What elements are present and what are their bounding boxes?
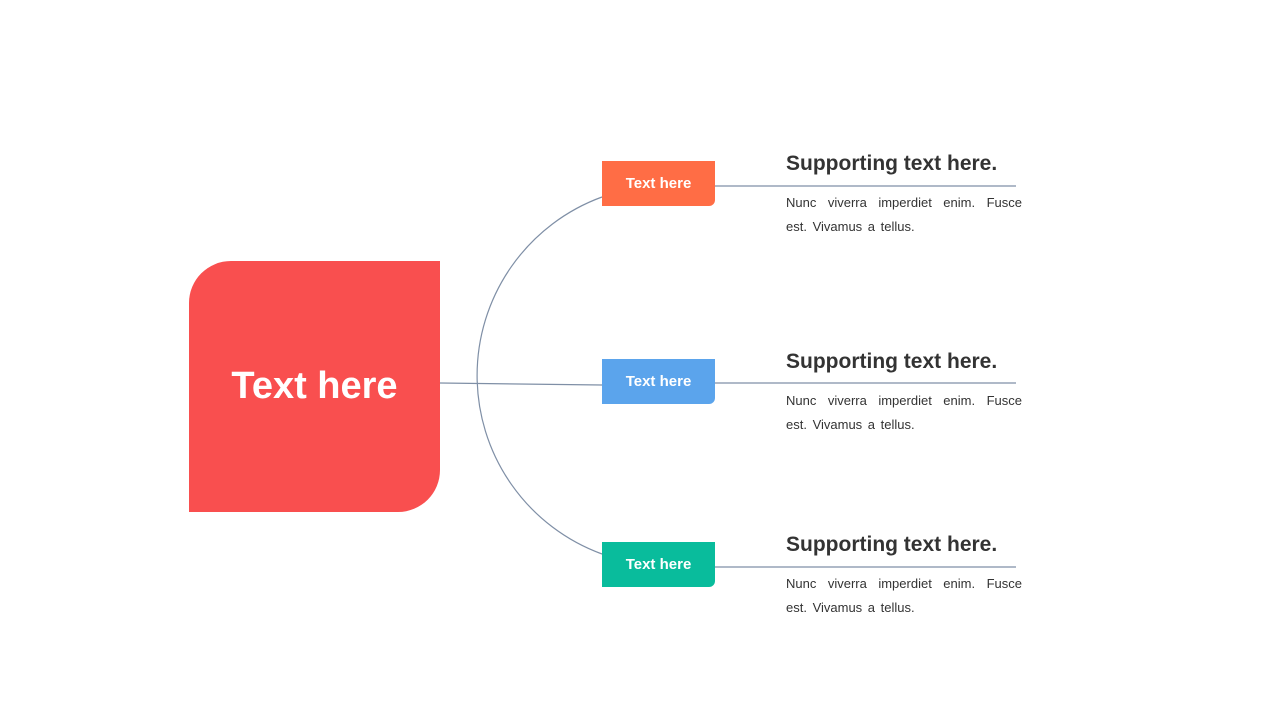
connector-arc [476,196,603,555]
branch-description-2: Supporting text here. Nunc viverra imper… [786,349,1036,437]
branch-description-3: Supporting text here. Nunc viverra imper… [786,532,1036,620]
supporting-title-2: Supporting text here. [786,350,998,373]
branch-description-1: Supporting text here. Nunc viverra imper… [786,151,1036,239]
supporting-body-1: Nunc viverra imperdiet enim. Fusce est. … [786,195,1022,234]
branch-box-2: Text here [602,359,715,404]
main-topic-label: Text here [231,365,398,407]
main-topic-box: Text here [189,261,440,512]
supporting-body-2: Nunc viverra imperdiet enim. Fusce est. … [786,393,1022,432]
branch-label-3: Text here [625,556,692,573]
branch-box-1: Text here [602,161,715,206]
branch-label-2: Text here [625,373,692,390]
supporting-title-1: Supporting text here. [786,152,998,175]
branch-label-1: Text here [625,175,692,192]
supporting-body-3: Nunc viverra imperdiet enim. Fusce est. … [786,576,1022,615]
branch-box-3: Text here [602,542,715,587]
connector-main-to-branch-2 [439,382,603,386]
supporting-title-3: Supporting text here. [786,533,998,556]
